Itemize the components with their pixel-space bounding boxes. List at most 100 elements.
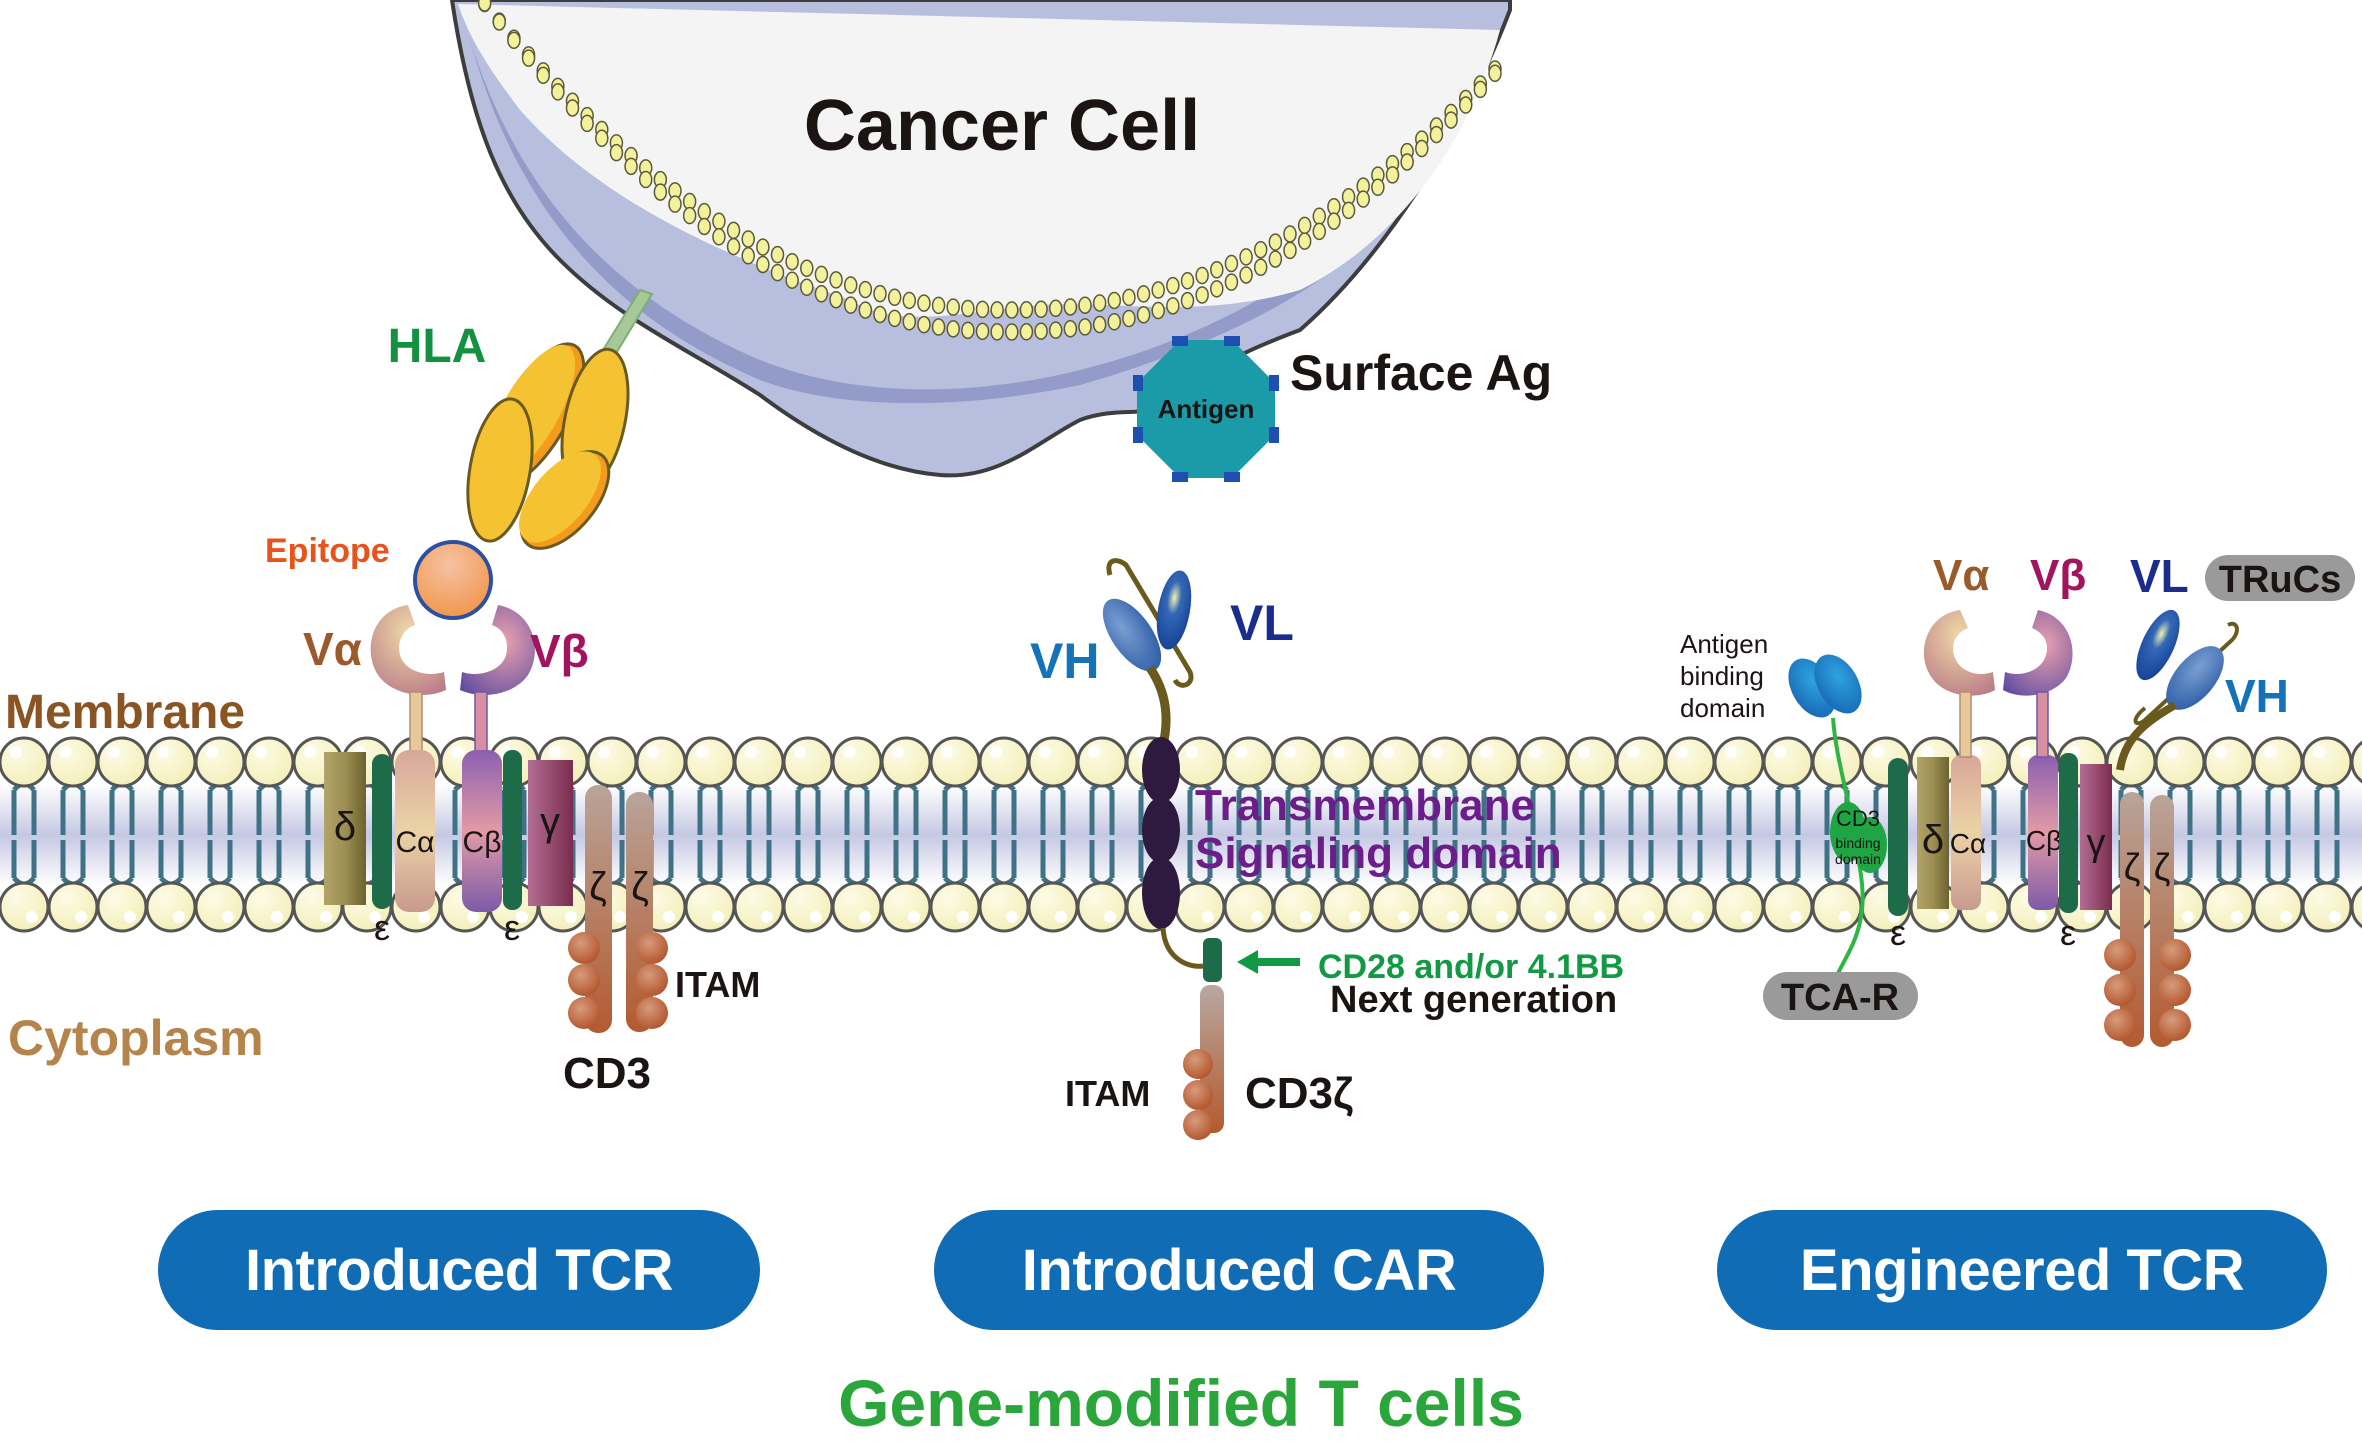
introduced-car-button[interactable]: Introduced CAR — [934, 1210, 1544, 1330]
cancer-lipid-dot — [961, 321, 975, 340]
cancer-lipid-dot — [1166, 297, 1180, 315]
eng-scfv-hinge — [2116, 701, 2178, 771]
eng-c-beta-chain — [2028, 755, 2058, 910]
itam-motifs — [568, 932, 668, 1029]
lipid-head-highlight — [892, 746, 904, 758]
lipid-head-highlight — [2313, 746, 2325, 758]
lipid-head — [1370, 736, 1422, 788]
cancer-lipid-dot — [741, 230, 755, 248]
lipid-head-highlight — [451, 746, 463, 758]
lipid-head-highlight — [1872, 746, 1884, 758]
zeta-label-2: ζ — [631, 865, 649, 909]
cancer-lipid-dot — [843, 276, 858, 294]
lipid-head-highlight — [1284, 746, 1296, 758]
engineered-tcr-button[interactable]: Engineered TCR — [1717, 1210, 2327, 1330]
cancer-lipid-dot — [1092, 315, 1107, 334]
lipid-head-highlight — [1235, 746, 1247, 758]
lipid-head-highlight — [1202, 911, 1214, 923]
lipid-head — [831, 736, 883, 788]
cancer-lipid-dot — [1210, 280, 1224, 298]
lipid-head — [1076, 881, 1128, 933]
cancer-lipid-dot — [1473, 80, 1488, 99]
lipid-head-highlight — [696, 746, 708, 758]
lipid-head — [1762, 881, 1814, 933]
cancer-lipid-dot — [814, 284, 829, 303]
cancer-lipid-dot — [653, 183, 668, 201]
v-beta-stalk — [474, 691, 488, 753]
introduced-car-complex: VH VL Transmembrane Signaling domain CD2… — [1030, 558, 1624, 1140]
lipid-head — [1468, 881, 1520, 933]
cancer-lipid-dot — [536, 66, 550, 85]
cancer-cell-lipid-dots — [477, 0, 1502, 341]
cancer-lipid-dot — [1444, 111, 1458, 129]
tm-label-line2: Signaling domain — [1195, 829, 1562, 878]
lipid-head — [1076, 736, 1128, 788]
cancer-lipid-dot — [1092, 294, 1107, 312]
cancer-lipid-dot — [1034, 322, 1048, 340]
cancer-lipid-dot — [829, 271, 843, 289]
lipid-head — [684, 881, 736, 933]
antigen-binding-domain — [1788, 654, 1862, 718]
engineered-tcr-complex: Antigen binding domain CD3 binding domai… — [1680, 550, 2355, 1047]
cancer-lipid-dot — [873, 284, 887, 303]
cancer-lipid-dot — [1151, 281, 1165, 299]
tm-label-line1: Transmembrane — [1195, 781, 1535, 830]
lipid-head — [96, 881, 148, 933]
cancer-lipid-dot — [756, 238, 770, 256]
vl-domain — [1156, 570, 1192, 650]
lipid-head — [47, 881, 99, 933]
lipid-head-highlight — [255, 746, 267, 758]
cancer-lipid-dot — [931, 296, 946, 315]
lipid-head-highlight — [2280, 911, 2292, 923]
cancer-lipid-dot — [1019, 323, 1034, 341]
cancer-lipid-dot — [931, 318, 946, 336]
cancer-lipid-dot — [858, 301, 873, 319]
lipid-head-highlight — [1496, 911, 1508, 923]
epitope — [413, 540, 493, 620]
cancer-lipid-dot — [492, 13, 507, 31]
eng-c-alpha-chain — [1951, 755, 1981, 910]
lipid-head-highlight — [124, 911, 136, 923]
lipid-head — [2350, 740, 2362, 784]
car-itam-label: ITAM — [1065, 1073, 1150, 1114]
lipid-head-highlight — [810, 911, 822, 923]
lipid-head — [880, 736, 932, 788]
lipid-head — [1811, 881, 1863, 933]
cancer-lipid-dot — [551, 83, 565, 101]
lipid-head-highlight — [745, 746, 757, 758]
lipid-head-highlight — [467, 911, 479, 923]
lipid-head — [2301, 736, 2353, 788]
cancer-lipid-dot — [1458, 96, 1473, 114]
cancer-lipid-dot — [580, 114, 594, 133]
lipid-head-highlight — [2035, 911, 2047, 923]
cancer-lipid-dot — [1063, 319, 1078, 338]
cancer-lipid-dot — [1122, 309, 1136, 328]
lipid-head-highlight — [1774, 746, 1786, 758]
introduced-tcr-complex: Epitope Vα Vβ δ ε Cα Cβ ε γ ζ ζ ITAM CD3 — [265, 532, 760, 1098]
lipid-head-highlight — [598, 746, 610, 758]
lipid-head — [0, 881, 50, 933]
cancer-lipid-dot — [1283, 225, 1297, 243]
cancer-lipid-dot — [990, 301, 1004, 319]
introduced-tcr-button[interactable]: Introduced TCR — [158, 1210, 760, 1330]
costim-arrow — [1237, 950, 1300, 974]
lipid-head — [978, 881, 1030, 933]
cancer-lipid-dot — [1005, 323, 1019, 341]
cancer-lipid-dot — [682, 206, 697, 225]
cancer-lipid-dot — [1312, 222, 1327, 241]
lipid-head-highlight — [761, 911, 773, 923]
lipid-head-highlight — [2215, 746, 2227, 758]
cd3-binding-label-3: domain — [1835, 851, 1881, 867]
car-vh-label: VH — [1030, 633, 1099, 689]
lipid-head — [1713, 881, 1765, 933]
cd3-epsilon-chain-2 — [503, 750, 522, 910]
cytoplasm-label: Cytoplasm — [8, 1010, 264, 1066]
lipid-head-highlight — [26, 911, 38, 923]
lipid-head-highlight — [1251, 911, 1263, 923]
cancer-lipid-dot — [1136, 285, 1151, 303]
lipid-head — [978, 736, 1030, 788]
lipid-head — [1272, 736, 1324, 788]
lipid-head — [929, 881, 981, 933]
lipid-head-highlight — [647, 746, 659, 758]
eng-gamma-label: γ — [2087, 822, 2106, 864]
